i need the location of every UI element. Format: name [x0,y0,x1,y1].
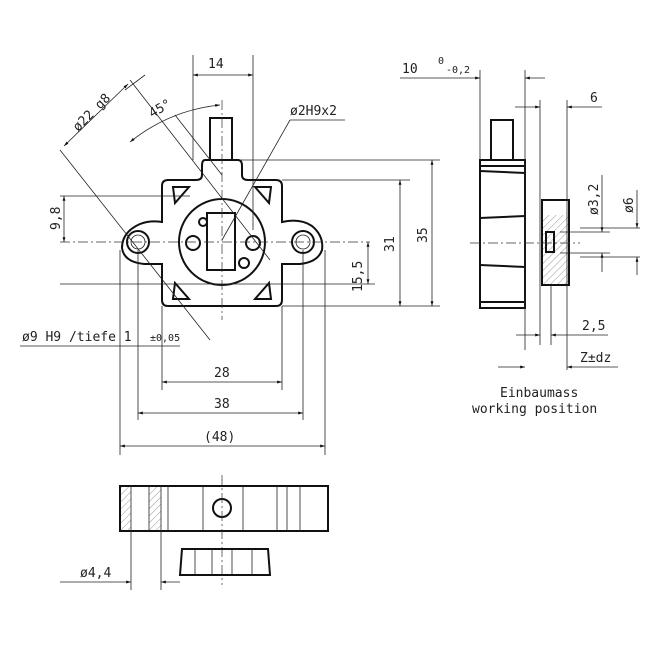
side-dimension-lines [400,76,639,369]
pin-hole [198,217,208,227]
bottom-lines [60,486,301,590]
section-hatch [121,487,131,530]
side-extension-lines [479,70,640,370]
housing-outline [120,159,324,307]
dim-hole-bottom: ø4,4 [80,566,111,581]
pin-hole [238,257,250,269]
rib-slot [252,186,273,206]
knob-top [543,201,568,215]
dim-width-1: 28 [214,366,230,381]
dim-pin-hole: ø2H9x2 [290,104,337,119]
dim-knob-width: 6 [590,91,598,106]
hole [245,235,261,251]
section-hatch [149,487,161,530]
dim-diameter-flange: ø22 g8 [70,91,114,135]
side-ribs [479,165,526,303]
dim-width-top: 14 [208,57,224,72]
side-view: 10 0 -0,2 6 ø3,2 ø6 2,5 Z±dz Einbaumass … [400,56,640,417]
dim-height-1: 15,5 [351,261,366,292]
bottom-body [119,485,329,532]
dim-knob-diameter: ø6 [622,197,637,213]
knob-hole [545,231,555,253]
bottom-view: ø4,4 [60,475,329,590]
dim-offset: 9,8 [49,207,64,230]
extension-lines [59,55,440,455]
dim-hole-diameter: ø3,2 [587,184,602,215]
dim-width-3: (48) [204,430,235,445]
knob-part-lines [194,549,253,575]
dim-thickness: 10 [402,62,418,77]
dimension-lines [20,73,434,448]
square-socket [206,212,236,271]
rib-slot [252,280,273,300]
dim-width-2: 38 [214,397,230,412]
hole [185,235,201,251]
dim-gap: 2,5 [582,319,605,334]
rib-slot [171,280,192,300]
side-shaft [490,119,514,161]
rib-slot [171,186,192,206]
dim-thickness-tol-upper: 0 [438,56,444,67]
dim-bore-note: ø9 H9 /tiefe 1 [22,330,132,345]
note-einbaumass: Einbaumass [500,386,578,401]
dim-height-3: 35 [416,227,431,243]
dim-tolerance: ±0,05 [150,333,180,344]
knob-part [178,548,272,576]
dim-height-2: 31 [383,236,398,252]
side-body [479,159,526,309]
shaft [209,117,233,161]
dim-z: Z±dz [580,351,611,366]
note-working-position: working position [472,402,597,417]
dim-thickness-tol-lower: -0,2 [446,65,470,76]
front-view: 14 ø22 g8 45° ø2H9x2 9,8 ø9 H9 /tiefe 1 … [20,55,440,455]
